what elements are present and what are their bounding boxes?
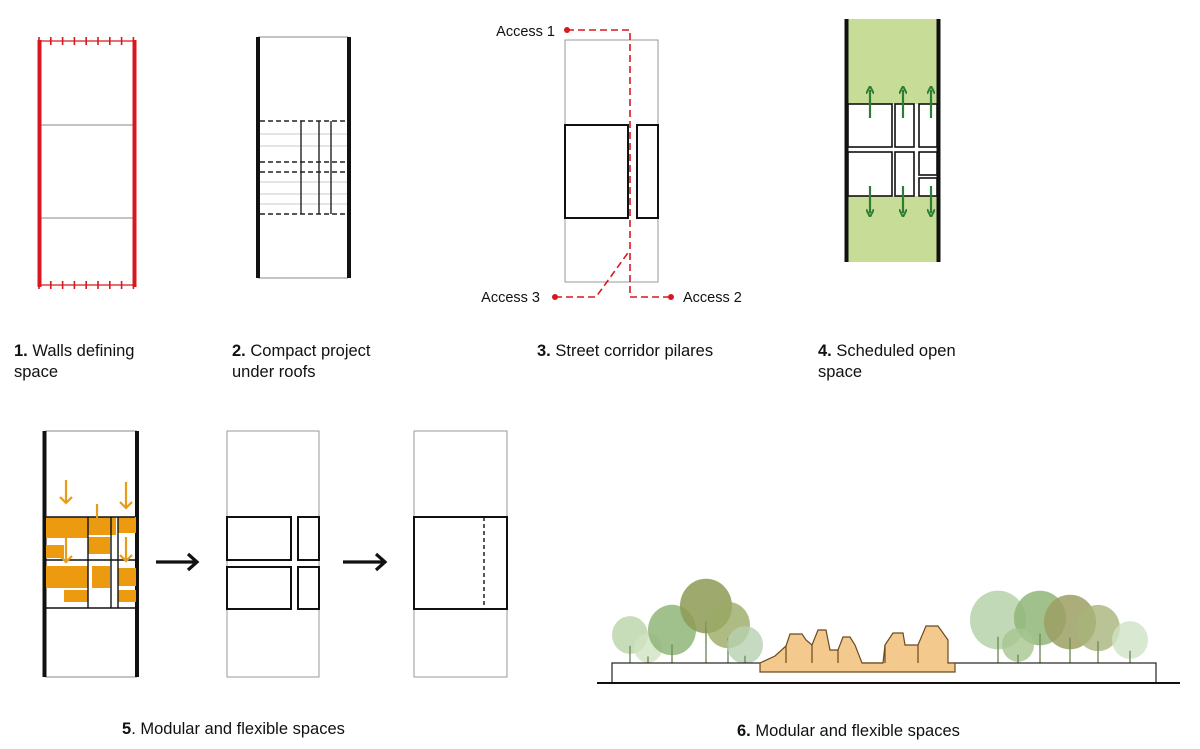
right-black-wall <box>135 431 139 677</box>
left-red-wall <box>37 40 42 287</box>
caption-6: 6. Modular and flexible spaces <box>737 721 1037 742</box>
left-black-wall <box>42 431 47 677</box>
diagram-2-compact <box>256 36 351 279</box>
access-3-label: Access 3 <box>481 290 540 306</box>
caption-3: 3. Street corridor pilares <box>537 341 777 362</box>
caption-2: 2. Compact project under roofs <box>232 341 402 383</box>
left-black-wall <box>256 37 260 278</box>
caption-4: 4. Scheduled open space <box>818 341 978 383</box>
roof-structure <box>759 625 956 673</box>
caption-6-text: Modular and flexible spaces <box>755 722 960 740</box>
caption-1-number: 1. <box>14 342 28 360</box>
caption-2-text: Compact project under roofs <box>232 342 371 381</box>
transition-arrow-1 <box>156 552 200 572</box>
caption-6-number: 6. <box>737 722 751 740</box>
right-black-wall <box>936 19 941 262</box>
orange-arrows <box>59 480 133 564</box>
caption-2-number: 2. <box>232 342 246 360</box>
caption-5: 5. Modular and flexible spaces <box>122 719 422 740</box>
caption-1: 1. Walls defining space <box>14 341 174 383</box>
caption-5-number: 5 <box>122 720 132 738</box>
diagram-3-corridor: Access 1 Access 2 Access 3 <box>481 24 742 306</box>
caption-1-text: Walls defining space <box>14 342 135 381</box>
caption-3-text: Street corridor pilares <box>555 342 714 360</box>
left-black-wall <box>844 19 849 262</box>
diagram-6-section <box>597 578 1180 684</box>
caption-3-number: 3. <box>537 342 551 360</box>
main-block <box>564 124 629 219</box>
orange-modules <box>46 517 136 602</box>
caption-4-text: Scheduled open space <box>818 342 956 381</box>
wall-ticks-top <box>38 37 136 45</box>
tree-canopy <box>727 626 763 664</box>
tree-canopy <box>1112 621 1148 659</box>
caption-4-number: 4. <box>818 342 832 360</box>
access-3-path <box>555 249 631 298</box>
access-2-point <box>668 294 674 300</box>
access-1-point <box>564 27 570 33</box>
diagram-5-modular <box>42 430 508 678</box>
caption-5-text: . Modular and flexible spaces <box>131 720 345 738</box>
access-2-label: Access 2 <box>683 290 742 306</box>
access-3-point <box>552 294 558 300</box>
access-1-label: Access 1 <box>496 24 555 40</box>
side-block <box>636 124 659 219</box>
tree-canopy <box>1002 628 1034 662</box>
diagram-1-walls <box>37 37 137 289</box>
right-black-wall <box>347 37 351 278</box>
trees <box>612 578 1148 664</box>
tree-canopy <box>1076 604 1120 652</box>
right-red-wall <box>132 40 137 287</box>
diagram-4-open-space <box>844 19 941 262</box>
green-arrows <box>870 90 931 213</box>
wall-ticks-bottom <box>38 281 136 289</box>
transition-arrow-2 <box>343 552 388 572</box>
